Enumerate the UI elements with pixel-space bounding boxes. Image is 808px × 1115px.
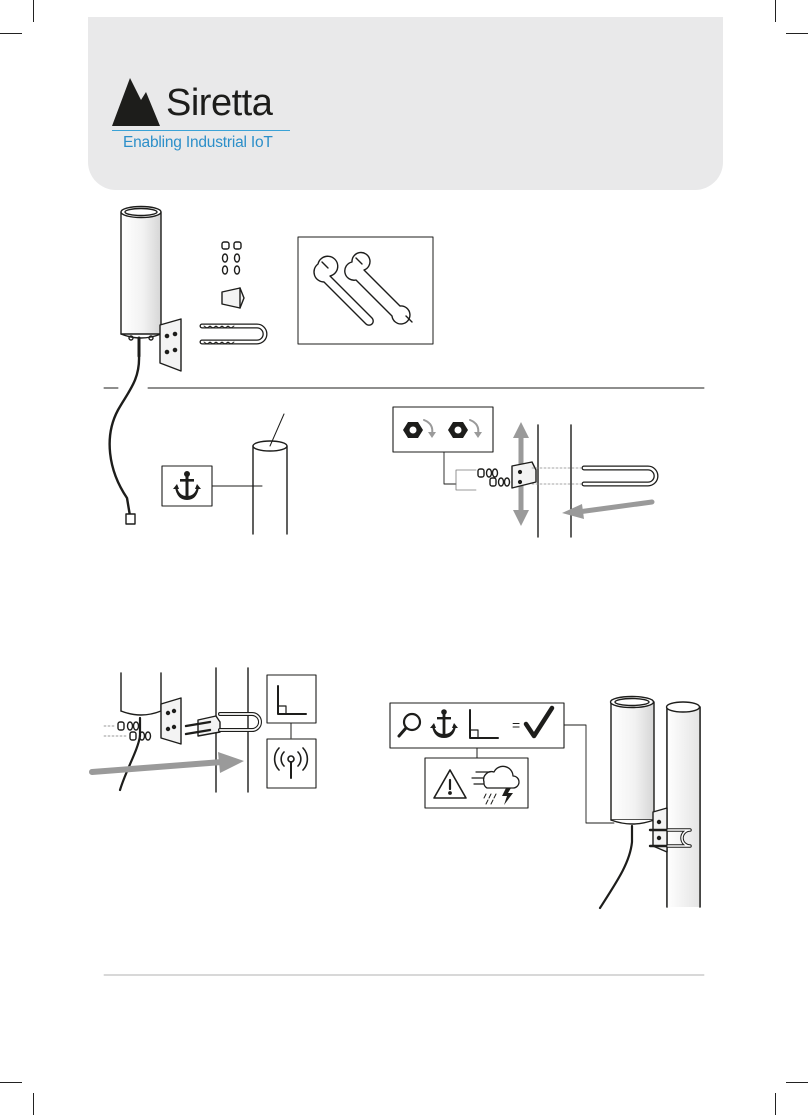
pole-section: [538, 425, 571, 537]
hex-nut-icon: [403, 420, 436, 438]
vertical-angle-icon: [278, 686, 306, 714]
vertical-angle-icon: [470, 710, 498, 738]
final-check-box: [390, 703, 564, 748]
bracket-icon: [186, 716, 220, 736]
search-icon: [399, 714, 420, 736]
warning-icon: [434, 770, 466, 798]
leader-line: [444, 452, 456, 484]
warning-box: [425, 758, 528, 808]
bracket-icon: [222, 288, 244, 308]
leader-line: [456, 470, 476, 490]
nuts-washers-icon: [478, 469, 510, 486]
antenna-icon: [110, 207, 181, 525]
mast-pole-icon: [253, 414, 287, 534]
hex-nut-icon: [448, 420, 482, 438]
mast-pole-icon: [667, 702, 701, 907]
checkmark-icon: [526, 708, 552, 736]
nuts-washers-icon: [222, 242, 241, 274]
equals-icon: =: [512, 717, 520, 733]
nuts-washers-icon: [104, 722, 151, 740]
signal-icon: [275, 748, 308, 778]
u-bolt-icon: [202, 326, 265, 344]
vertical-check-box: [267, 675, 316, 723]
antenna-icon: [120, 673, 181, 790]
u-bolt-icon: [220, 714, 260, 730]
leader-line: [564, 725, 614, 823]
storm-icon: [472, 766, 519, 805]
u-bolt-icon: [532, 468, 656, 484]
anchor-icon: [430, 709, 458, 738]
anchor-icon: [173, 471, 201, 500]
direction-arrow-icon: [92, 752, 244, 773]
direction-arrow-icon: [562, 502, 652, 519]
